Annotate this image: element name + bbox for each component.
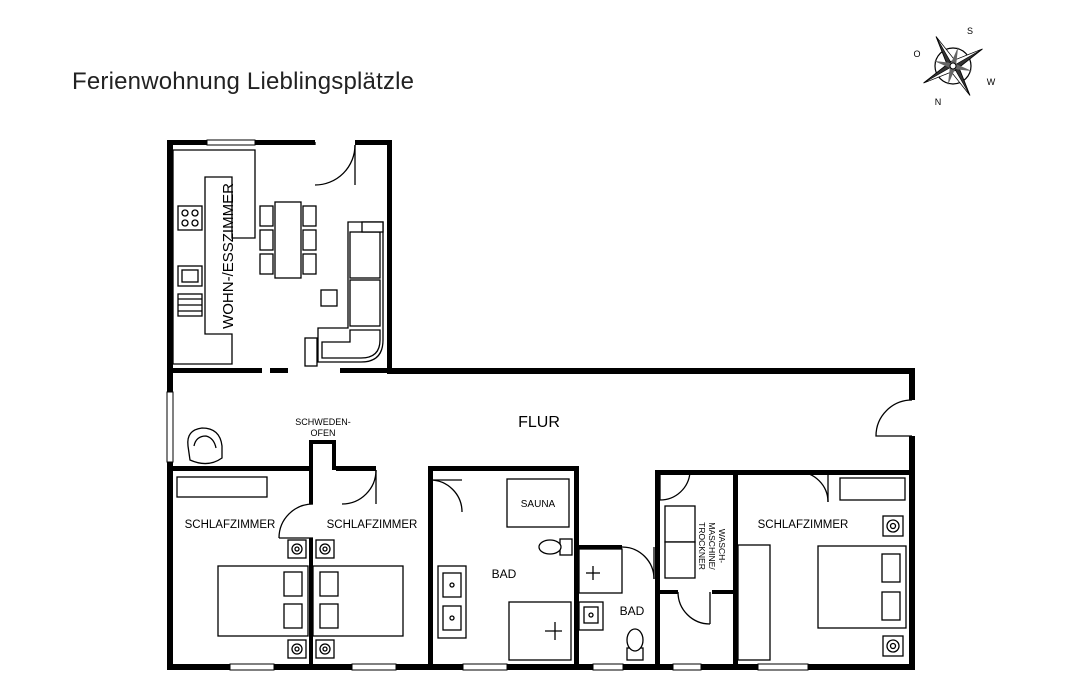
toilet-icon	[626, 628, 644, 661]
bath1-furniture	[437, 478, 573, 661]
shower-icon	[578, 548, 623, 594]
sink-icon	[442, 572, 462, 598]
room-label-living: WOHN-/ESSZIMMER	[220, 183, 237, 329]
room-label-laundry-line1: WASCH-	[717, 529, 727, 563]
laundry-furniture	[664, 505, 696, 579]
room-label-sauna: SAUNA	[521, 499, 556, 510]
sink-icon	[442, 605, 462, 631]
double-bed-icon	[217, 565, 309, 637]
room-label-bedroom3: SCHLAFZIMMER	[758, 519, 849, 531]
living-furniture	[172, 149, 384, 367]
double-bed-icon	[817, 545, 907, 629]
nightstand-lamp-icon	[315, 639, 335, 659]
room-label-bath1: BAD	[492, 567, 517, 581]
sauna-box	[506, 478, 570, 528]
washing-machine	[664, 505, 696, 543]
side-table	[320, 289, 338, 307]
bedroom1-furniture	[176, 476, 309, 659]
toilet-icon	[538, 538, 573, 556]
bath2-furniture	[578, 548, 644, 661]
nightstand-lamp-icon	[315, 539, 335, 559]
room-label-hall: FLUR	[518, 414, 560, 431]
room-label-bedroom2: SCHLAFZIMMER	[327, 519, 418, 531]
wardrobe	[737, 544, 771, 661]
kitchen-sink-icon	[177, 265, 203, 287]
nightstand-lamp-icon	[287, 639, 307, 659]
dining-table-icon	[259, 201, 317, 279]
stove-icon	[177, 205, 203, 231]
hall-furniture	[187, 427, 223, 465]
bedroom3-furniture	[737, 477, 907, 661]
compass-north: N	[935, 97, 942, 107]
compass-rose-icon	[923, 36, 983, 96]
shower-icon	[508, 601, 572, 661]
sink-icon	[578, 601, 604, 631]
double-bed-icon	[312, 565, 404, 637]
room-label-stove-line2: OFEN	[310, 428, 335, 438]
compass-west: W	[987, 77, 996, 87]
compass: S O W N	[913, 26, 996, 107]
compass-east: O	[913, 49, 920, 59]
room-label-stove-line1: SCHWEDEN-	[295, 417, 351, 427]
nightstand-lamp-icon	[287, 539, 307, 559]
compass-south: S	[967, 26, 973, 36]
doors	[278, 142, 913, 625]
interior-walls	[167, 368, 915, 668]
outer-walls	[166, 139, 915, 671]
nightstand-lamp-icon	[882, 635, 904, 657]
armchair-icon	[187, 427, 223, 465]
sofa-icon	[317, 221, 384, 363]
room-label-bath2: BAD	[620, 604, 645, 618]
nightstand-lamp-icon	[882, 515, 904, 537]
room-labels: WOHN-/ESSZIMMER FLUR SCHWEDEN- OFEN SCHL…	[185, 183, 849, 618]
bedroom2-furniture	[312, 539, 404, 659]
dryer	[664, 541, 696, 579]
dishwasher-icon	[177, 293, 203, 317]
room-label-laundry-line3: TROCKNER	[697, 522, 707, 570]
page-title: Ferienwohnung Lieblingsplätzle	[72, 68, 415, 95]
room-label-bedroom1: SCHLAFZIMMER	[185, 519, 276, 531]
room-label-laundry-line2: MASCHINE/	[707, 522, 717, 570]
